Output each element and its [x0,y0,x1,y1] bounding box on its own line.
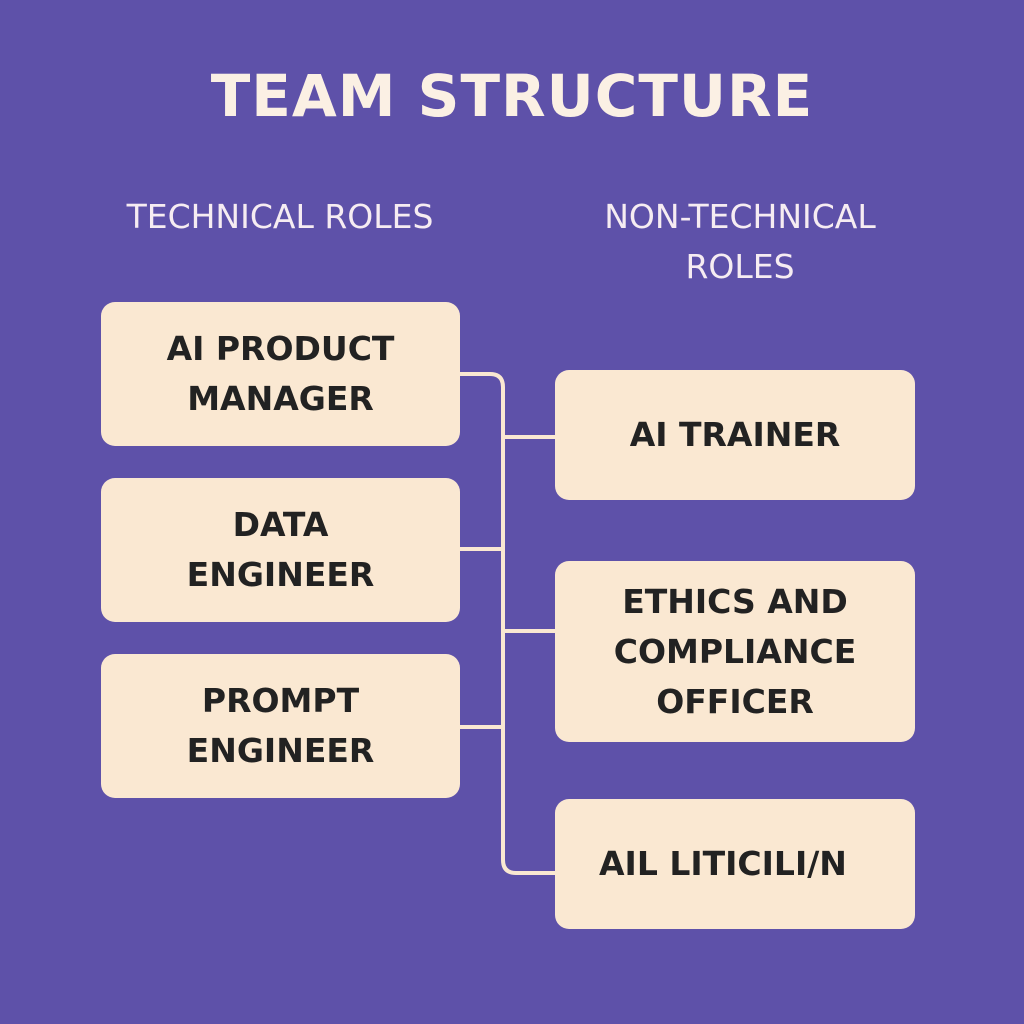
role-label: ETHICS AND COMPLIANCE OFFICER [613,581,857,721]
role-box-ethics-compliance-officer: ETHICS AND COMPLIANCE OFFICER [555,561,915,742]
role-label: AI TRAINER [629,415,841,454]
role-box-data-engineer: DATA ENGINEER [101,478,460,622]
technical-roles-heading: TECHNICAL ROLES [126,197,434,236]
connector-line [460,372,555,875]
role-box-ai-trainer: AI TRAINER [555,370,915,500]
role-label: AI PRODUCT MANAGER [166,329,395,418]
role-box-unknown-role: AIL LITICILI/N [555,799,915,929]
role-label: AIL LITICILI/N [599,844,847,883]
role-label: PROMPT ENGINEER [186,681,375,770]
non-technical-roles-heading: NON-TECHNICAL ROLES [604,197,876,286]
role-box-prompt-engineer: PROMPT ENGINEER [101,654,460,798]
role-box-ai-product-manager: AI PRODUCT MANAGER [101,302,460,446]
page-title: TEAM STRUCTURE [210,62,814,130]
role-label: DATA ENGINEER [186,505,375,594]
